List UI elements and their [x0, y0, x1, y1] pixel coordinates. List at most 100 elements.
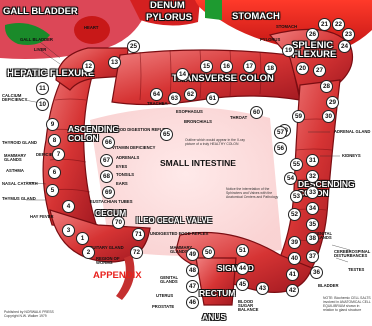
throat-label: THROAT [230, 116, 247, 120]
number-badge: 62 [184, 88, 197, 101]
liver-label: LIVER [34, 48, 46, 52]
pylorus-small-label: PYLORUS [260, 38, 280, 42]
number-badge: 30 [322, 110, 335, 123]
number-badge: 70 [112, 216, 125, 229]
number-badge: 2 [82, 246, 95, 259]
number-badge: 8 [48, 134, 61, 147]
number-badge: 46 [186, 296, 199, 309]
number-badge: 28 [320, 80, 333, 93]
bottom-right-note: NOTE: Biochemic CELL SALTS involved in A… [323, 297, 371, 313]
adrenals-label: ADRENALS [116, 156, 139, 160]
number-badge: 36 [310, 266, 323, 279]
number-badge: 59 [292, 110, 305, 123]
nasal-catarrh-label: NASAL CATARRH [2, 182, 38, 186]
number-badge: 54 [284, 172, 297, 185]
number-badge: 16 [220, 60, 233, 73]
prostate-label: PROSTATE [152, 305, 174, 309]
number-badge: 53 [290, 190, 303, 203]
hepatic-flexure-label: HEPATIC FLEXURE [7, 69, 94, 79]
number-badge: 67 [100, 154, 113, 167]
hay-fever-label: HAY FEVER [30, 215, 54, 219]
publisher-note: Published by NORWALK PRESS Copyright N.W… [4, 311, 59, 319]
number-badge: 40 [288, 252, 301, 265]
number-badge: 66 [102, 136, 115, 149]
number-badge: 27 [313, 64, 326, 77]
number-badge: 38 [306, 232, 319, 245]
cerebrospinal-disturbances-label: CEREBROSPINAL DISTURBANCES [334, 250, 370, 258]
number-badge: 47 [186, 280, 199, 293]
splenic-flexure-label: SPLENIC FLEXURE [292, 42, 338, 59]
asthma-label: ASTHMA [6, 169, 24, 173]
number-badge: 17 [243, 60, 256, 73]
number-badge: 19 [282, 44, 295, 57]
number-badge: 31 [306, 154, 319, 167]
number-badge: 65 [160, 128, 173, 141]
esophagus-label: ESOPHAGUS [176, 110, 203, 114]
bronchials-label: BRONCHIALS [184, 120, 212, 124]
number-badge: 63 [168, 92, 181, 105]
heart-label: HEART [84, 26, 98, 30]
number-badge: 4 [62, 200, 75, 213]
number-badge: 15 [200, 60, 213, 73]
number-badge: 5 [46, 184, 59, 197]
testes-label: TESTES [348, 268, 364, 272]
uterus-label: UTERUS [156, 294, 173, 298]
number-badge: 57 [274, 126, 287, 139]
number-badge: 6 [48, 166, 61, 179]
blood-sugar-balance-label: BLOOD SUGAR BALANCE [238, 300, 266, 313]
pylorus-label: PYLORUS [146, 13, 192, 23]
number-badge: 33 [306, 186, 319, 199]
duodenum-label: DENUM [150, 1, 185, 11]
number-badge: 39 [288, 236, 301, 249]
number-badge: 44 [236, 262, 249, 275]
number-badge: 64 [150, 88, 163, 101]
undigested-food-reflex-label: UNDIGESTED FOOD REFLEX [150, 232, 208, 236]
number-badge: 72 [130, 246, 143, 259]
appendix-label: APPENDIX [93, 271, 142, 281]
number-badge: 25 [127, 40, 140, 53]
thymus-gland-label: THYMUS GLAND [2, 197, 36, 201]
trachea-label: TRACHEA [147, 102, 167, 106]
number-badge: 52 [288, 208, 301, 221]
genital-glands-label: GENITAL GLANDS [160, 276, 182, 284]
number-badge: 1 [76, 232, 89, 245]
number-badge: 55 [290, 158, 303, 171]
number-badge: 42 [286, 284, 299, 297]
number-badge: 21 [318, 18, 331, 31]
number-badge: 11 [36, 82, 49, 95]
anus-label: ANUS [202, 313, 226, 322]
number-badge: 51 [236, 244, 249, 257]
number-badge: 35 [306, 218, 319, 231]
number-badge: 20 [296, 62, 309, 75]
bladder-label: BLADDER [318, 284, 338, 288]
number-badge: 45 [236, 278, 249, 291]
eyes-label: EYES [116, 165, 127, 169]
number-badge: 56 [274, 142, 287, 155]
number-badge: 12 [82, 60, 95, 73]
ileo-cecal-valve-label: ILEO CECAL VALVE [136, 217, 212, 225]
number-badge: 61 [206, 92, 219, 105]
thyroid-gland-label: THYROID GLAND [2, 141, 37, 145]
number-badge: 43 [256, 282, 269, 295]
number-badge: 32 [306, 170, 319, 183]
center-note: Outline which would appear in the X-ray … [185, 139, 255, 147]
region-of-worms-label: REGION OF WORMS [96, 257, 120, 265]
stomach-small-label: STOMACH [276, 25, 297, 29]
number-badge: 24 [338, 40, 351, 53]
number-badge: 10 [36, 98, 49, 111]
number-badge: 41 [286, 268, 299, 281]
number-badge: 26 [306, 28, 319, 41]
number-badge: 13 [108, 56, 121, 69]
rectum-label: RECTUM [199, 289, 235, 298]
number-badge: 3 [62, 224, 75, 237]
number-badge: 69 [102, 186, 115, 199]
eustachian-tubes-label: EUSTACHIAN TUBES [90, 200, 133, 204]
kidneys-label: KIDNEYS [342, 154, 361, 158]
number-badge: 68 [100, 170, 113, 183]
green-marker [205, 0, 222, 20]
number-badge: 29 [326, 96, 339, 109]
number-badge: 37 [306, 250, 319, 263]
adrenal-gland-label: ADRENAL GLAND [334, 130, 370, 134]
number-badge: 34 [306, 202, 319, 215]
